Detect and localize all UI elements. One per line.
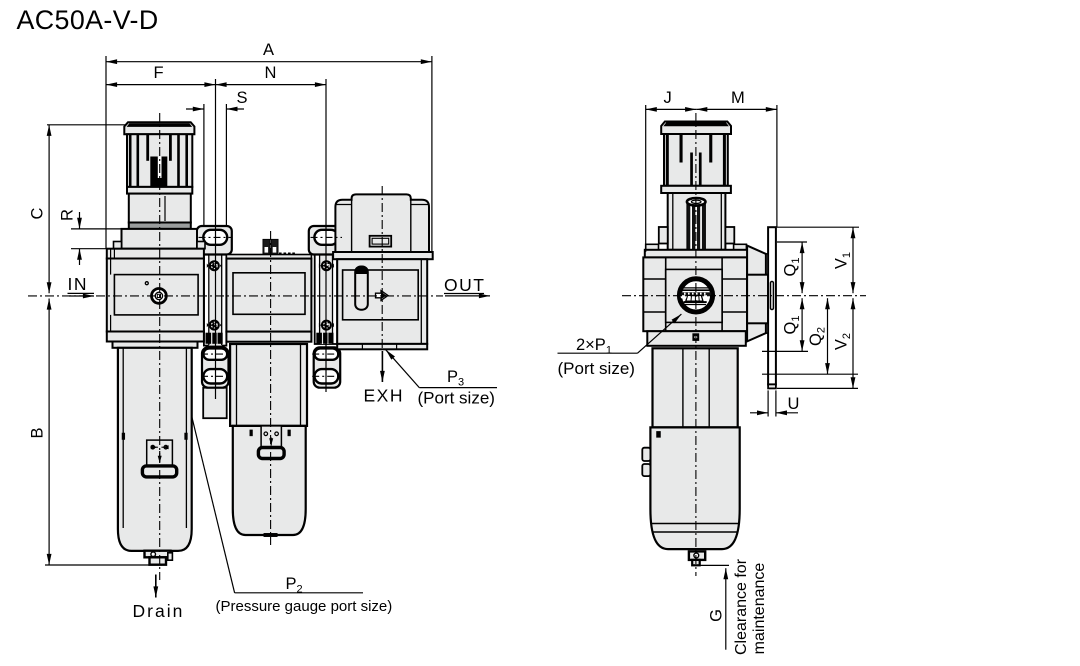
svg-text:C: C bbox=[29, 207, 47, 219]
svg-text:B: B bbox=[29, 427, 47, 438]
svg-text:maintenance: maintenance bbox=[751, 563, 768, 655]
svg-text:Drain: Drain bbox=[133, 601, 185, 621]
svg-text:(Port size): (Port size) bbox=[558, 359, 635, 378]
svg-text:Q1: Q1 bbox=[782, 258, 803, 277]
svg-text:R: R bbox=[59, 209, 77, 221]
svg-text:P2: P2 bbox=[286, 575, 303, 596]
svg-text:J: J bbox=[664, 89, 672, 107]
svg-text:2×P1: 2×P1 bbox=[576, 336, 612, 357]
svg-text:Q1: Q1 bbox=[782, 316, 803, 335]
svg-text:Clearance for: Clearance for bbox=[733, 558, 750, 655]
svg-text:M: M bbox=[731, 89, 745, 107]
svg-text:A: A bbox=[263, 41, 274, 59]
svg-text:G: G bbox=[708, 609, 726, 622]
svg-text:Q2: Q2 bbox=[807, 327, 828, 346]
svg-text:V2: V2 bbox=[833, 333, 854, 350]
svg-text:N: N bbox=[265, 64, 277, 82]
svg-text:AC50A-V-D: AC50A-V-D bbox=[17, 5, 159, 35]
svg-text:S: S bbox=[237, 89, 248, 107]
svg-text:V1: V1 bbox=[833, 252, 854, 269]
svg-text:P3: P3 bbox=[447, 368, 464, 389]
svg-text:(Port size): (Port size) bbox=[418, 389, 495, 408]
svg-text:OUT: OUT bbox=[444, 275, 485, 295]
svg-text:U: U bbox=[788, 395, 800, 413]
svg-text:IN: IN bbox=[68, 274, 89, 294]
svg-text:EXH: EXH bbox=[364, 386, 404, 406]
svg-text:(Pressure gauge port size): (Pressure gauge port size) bbox=[216, 598, 393, 615]
svg-text:F: F bbox=[154, 64, 164, 82]
